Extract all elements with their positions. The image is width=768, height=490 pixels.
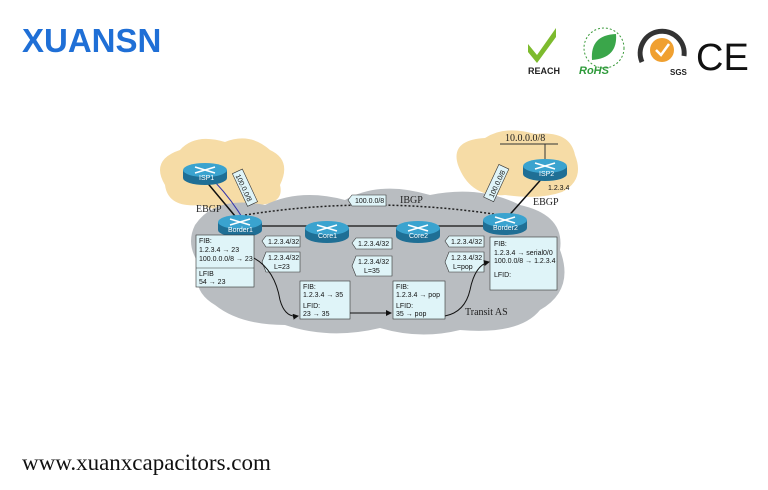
label-tag: 1.2.3.4/32L=pop [444,251,485,273]
svg-text:100.0.0/8 → 1.2.3.4: 100.0.0/8 → 1.2.3.4 [494,258,556,265]
ebgp-right-label: EBGP [533,197,559,208]
svg-text:ISP2: ISP2 [539,171,554,178]
label-tag: 1.2.3.4/32 [351,237,393,250]
svg-text:100.0.0.0/8 → 23: 100.0.0.0/8 → 23 [199,256,253,263]
svg-text:L=pop: L=pop [453,264,473,271]
svg-text:1.2.3.4/32: 1.2.3.4/32 [268,239,299,246]
svg-text:L=35: L=35 [364,268,380,275]
label-tag: 1.2.3.4/32L=35 [351,255,393,277]
svg-text:Border1: Border1 [228,227,253,234]
svg-text:ISP1: ISP1 [199,175,214,182]
svg-text:100.0.0/8: 100.0.0/8 [355,198,384,205]
router-core2[interactable]: Core2 [395,220,441,244]
reach-badge: REACH [528,28,560,76]
svg-text:1.2.3.4/32: 1.2.3.4/32 [358,259,389,266]
svg-text:LFID:: LFID: [396,303,413,310]
svg-text:23 → 35: 23 → 35 [303,311,330,318]
brand-logo: XUANSN [22,22,162,59]
svg-text:FIB:: FIB: [396,284,409,291]
border2-fib-table: FIB: 1.2.3.4 → serial0/0 100.0.0/8 → 1.2… [489,236,558,291]
isp2-network: 10.0.0.0/8 [505,133,545,144]
router-isp2[interactable]: ISP2 [522,158,568,182]
svg-text:SGS: SGS [670,68,688,77]
svg-text:L=23: L=23 [274,264,290,271]
svg-text:Border2: Border2 [493,225,518,232]
label-tag: 1.2.3.4/32 [444,235,485,248]
sgs-badge: SGS [637,28,688,77]
label-tag: 1.2.3.4/32 [261,235,301,248]
svg-text:FIB:: FIB: [199,238,212,245]
svg-text:1.2.3.4/32: 1.2.3.4/32 [451,255,482,262]
ebgp-left-label: EBGP [196,204,222,215]
transit-as-label: Transit AS [465,307,508,318]
svg-text:1.2.3.4/32: 1.2.3.4/32 [451,239,482,246]
svg-text:FIB:: FIB: [303,284,316,291]
svg-text:FIB:: FIB: [494,241,507,248]
svg-text:REACH: REACH [528,66,560,76]
router-border2[interactable]: Border2 [482,212,528,236]
border1-fib-table: FIB: 1.2.3.4 → 23 100.0.0.0/8 → 23 LFIB … [195,234,255,288]
website-url[interactable]: www.xuanxcapacitors.com [22,450,271,475]
router-isp1[interactable]: ISP1 [182,162,228,186]
svg-text:1.2.3.4 → 23: 1.2.3.4 → 23 [199,247,239,254]
core1-fib-table: FIB: 1.2.3.4 → 35 LFID: 23 → 35 [299,280,351,320]
svg-text:1.2.3.4 → serial0/0: 1.2.3.4 → serial0/0 [494,250,553,257]
core2-fib-table: FIB: 1.2.3.4 → pop LFID: 35 → pop [392,280,446,320]
svg-text:35 → pop: 35 → pop [396,311,426,318]
router-core1[interactable]: Core1 [304,220,350,244]
label-tag: 1.2.3.4/32L=23 [261,251,301,273]
isp2-address: 1.2.3.4 [548,185,570,192]
svg-text:1.2.3.4/32: 1.2.3.4/32 [358,241,389,248]
svg-text:LFIB: LFIB [199,271,214,278]
svg-text:Core1: Core1 [318,233,337,240]
svg-text:1.2.3.4 → pop: 1.2.3.4 → pop [396,292,440,299]
router-border1[interactable]: Border1 [217,214,263,238]
svg-text:1.2.3.4 → 35: 1.2.3.4 → 35 [303,292,343,299]
svg-text:RoHS: RoHS [579,65,610,77]
svg-text:LFID:: LFID: [494,272,511,279]
ibgp-label: IBGP [400,195,423,206]
svg-text:LFID:: LFID: [303,303,320,310]
ce-mark: CE [696,37,749,79]
rohs-badge: RoHS [579,27,625,77]
svg-text:54 → 23: 54 → 23 [199,279,226,286]
svg-text:1.2.3.4/32: 1.2.3.4/32 [268,255,299,262]
route-tag-ibgp: 100.0.0/8 [347,194,387,207]
svg-text:Core2: Core2 [409,233,428,240]
